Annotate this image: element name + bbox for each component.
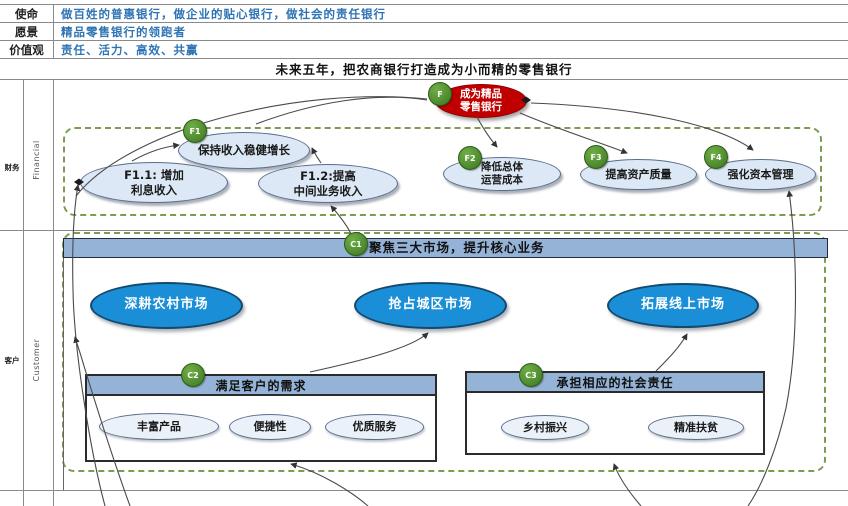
financial-perspective-label-cn: 财务 — [4, 163, 20, 172]
c1-bar: 聚焦三大市场，提升核心业务 — [63, 238, 828, 258]
c1-bar-label: 聚焦三大市场，提升核心业务 — [369, 240, 545, 255]
market-online-node: 拓展线上市场 — [607, 283, 759, 328]
values-label: 价值观 — [0, 41, 54, 58]
sidebar-divider-1 — [23, 79, 24, 506]
market-rural-node: 深耕农村市场 — [90, 282, 243, 329]
badge-f3: F3 — [584, 145, 608, 169]
c3-item-rural-revitalization: 乡村振兴 — [501, 415, 589, 440]
c2-box-header: 满足客户的需求 — [87, 376, 435, 396]
c2-item-service: 优质服务 — [325, 414, 424, 440]
five-year-vision-statement: 未来五年，把农商银行打造成为小而精的零售银行 — [0, 58, 848, 80]
c3-box-header: 承担相应的社会责任 — [467, 373, 763, 393]
c2-item-convenience: 便捷性 — [229, 414, 311, 440]
connector-f1-to-goal — [255, 96, 428, 125]
c2-box: 满足客户的需求 丰富产品 便捷性 优质服务 — [85, 374, 437, 462]
badge-c2: C2 — [181, 363, 205, 387]
mission-label: 使命 — [0, 5, 54, 22]
values-text: 责任、活力、高效、共赢 — [61, 42, 199, 57]
row-separator-financial-customer — [0, 230, 848, 231]
financial-dashed-box — [63, 127, 822, 216]
market-urban-node: 抢占城区市场 — [354, 282, 507, 329]
sidebar-divider-2 — [53, 79, 54, 506]
c3-item-poverty-alleviation: 精准扶贫 — [648, 415, 744, 440]
customer-area-left-edge — [63, 258, 64, 490]
badge-f: F — [428, 82, 452, 106]
values-row: 价值观 责任、活力、高效、共赢 — [0, 41, 848, 59]
badge-c3: C3 — [519, 363, 543, 387]
mission-text: 做百姓的普惠银行，做企业的贴心银行，做社会的责任银行 — [61, 6, 386, 21]
f1-2-node: F1.2:提高 中间业务收入 — [258, 164, 398, 203]
mission-row: 使命 做百姓的普惠银行，做企业的贴心银行，做社会的责任银行 — [0, 5, 848, 23]
mission-vision-values-table: 使命 做百姓的普惠银行，做企业的贴心银行，做社会的责任银行 愿景 精品零售银行的… — [0, 4, 848, 59]
financial-perspective-label-en: Financial — [32, 140, 41, 180]
goal-node: 成为精品 零售银行 — [435, 84, 527, 118]
f1-1-node: F1.1: 增加 利息收入 — [80, 162, 228, 203]
badge-f2: F2 — [458, 146, 482, 170]
vision-row: 愿景 精品零售银行的领跑者 — [0, 23, 848, 41]
c3-box: 承担相应的社会责任 乡村振兴 精准扶贫 — [465, 371, 765, 455]
row-separator-bottom — [0, 490, 848, 491]
vision-text: 精品零售银行的领跑者 — [61, 24, 186, 39]
badge-f4: F4 — [704, 145, 728, 169]
customer-perspective-label-en: Customer — [32, 338, 41, 382]
vision-label: 愿景 — [0, 23, 54, 40]
badge-c1: C1 — [344, 232, 368, 256]
badge-f1: F1 — [183, 119, 207, 143]
customer-perspective-label-cn: 客户 — [4, 356, 20, 365]
c2-item-products: 丰富产品 — [99, 413, 219, 440]
